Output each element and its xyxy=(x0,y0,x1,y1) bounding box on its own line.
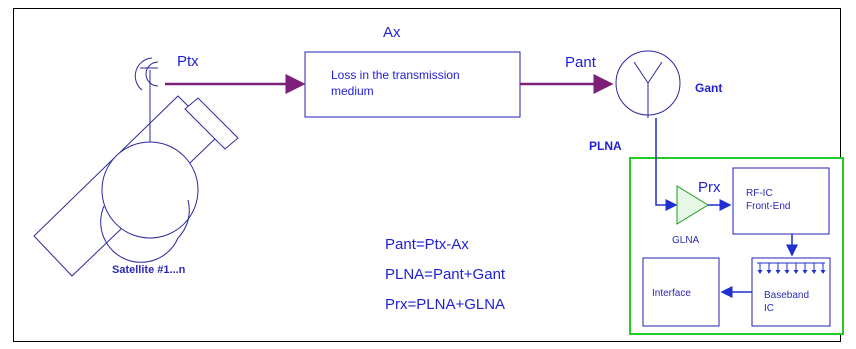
baseband-block xyxy=(751,257,831,327)
antenna-icon xyxy=(615,50,681,118)
antenna-to-lna-line xyxy=(655,118,678,211)
satellite-icon xyxy=(33,57,239,277)
baseband-bus-arrows xyxy=(757,262,826,274)
equation-pant: Pant=Ptx-Ax xyxy=(385,236,469,253)
rfic-label-line2: Front-End xyxy=(746,201,790,212)
plna-label: PLNA xyxy=(589,139,622,153)
ptx-label: Ptx xyxy=(177,53,199,70)
equation-prx: Prx=PLNA+GLNA xyxy=(385,296,505,313)
loss-block xyxy=(304,51,521,118)
rfic-block xyxy=(732,167,830,235)
lna-triangle xyxy=(676,185,709,225)
loss-label-line1: Loss in the transmission xyxy=(331,68,460,82)
satellite-label: Satellite #1...n xyxy=(112,264,186,276)
rfic-label-line1: RF-IC xyxy=(746,188,773,199)
gant-label: Gant xyxy=(695,81,722,95)
interface-block xyxy=(642,257,720,327)
loss-label-line2: medium xyxy=(331,84,374,98)
glna-label: GLNA xyxy=(672,235,700,246)
baseband-label-line1: Baseband xyxy=(764,290,809,301)
pant-label: Pant xyxy=(565,54,597,71)
prx-label: Prx xyxy=(698,179,721,196)
baseband-label-line2: IC xyxy=(764,303,774,314)
equation-plna: PLNA=Pant+Gant xyxy=(385,266,506,283)
ax-label: Ax xyxy=(383,24,401,41)
interface-label: Interface xyxy=(652,288,691,299)
